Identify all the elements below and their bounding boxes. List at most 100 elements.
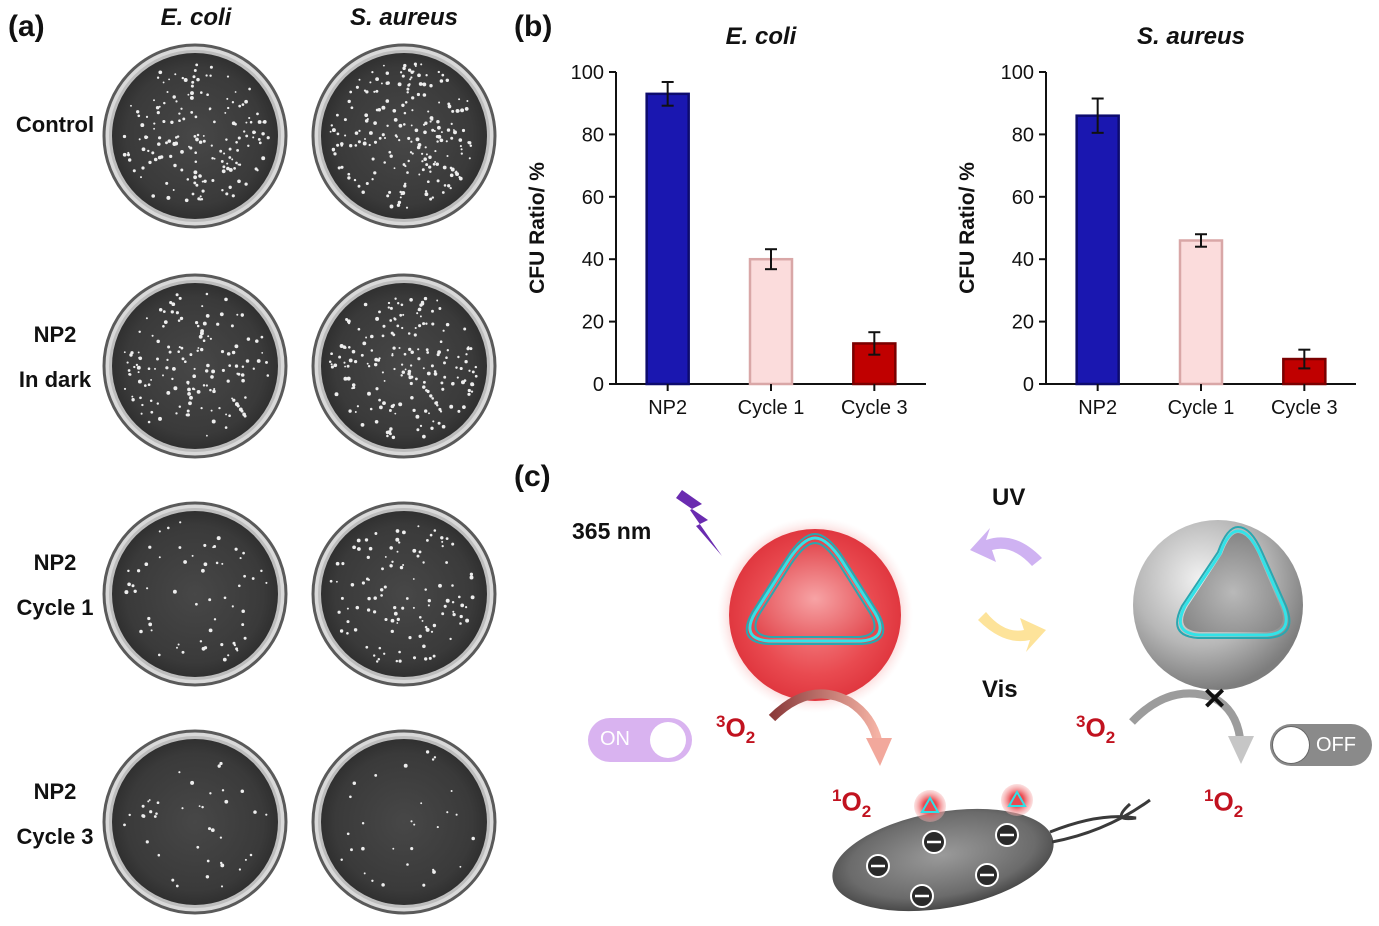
- column-header-saureus: S. aureus: [349, 4, 459, 31]
- bacterial-colony: [209, 388, 212, 392]
- row-label-line2: Cycle 3: [16, 824, 94, 849]
- bacterial-colony: [162, 119, 166, 124]
- bacterial-colony: [240, 313, 244, 317]
- bacterial-colony: [236, 148, 240, 152]
- bacterial-colony: [347, 172, 351, 176]
- bacterial-colony: [221, 368, 225, 372]
- bacterial-colony: [373, 596, 377, 600]
- bacterial-colony: [343, 361, 346, 364]
- toggle-on[interactable]: ON: [588, 718, 692, 762]
- bacterial-colony: [213, 618, 217, 621]
- bacterial-colony: [208, 628, 213, 633]
- petri-dish: [311, 729, 497, 915]
- bacterial-colony: [206, 363, 210, 368]
- bacterial-colony: [438, 307, 442, 310]
- bacterial-colony: [399, 71, 403, 74]
- bacterial-colony: [383, 652, 386, 655]
- bacterial-colony: [407, 332, 411, 335]
- x-tick-label: NP2: [1078, 397, 1117, 419]
- bacterial-colony: [436, 299, 439, 302]
- bacterial-colony: [158, 556, 161, 559]
- bacterial-colony: [350, 106, 354, 110]
- bacterial-colony: [371, 178, 374, 181]
- nanoparticle-off-ring-mid: [1178, 529, 1288, 637]
- row-label-line1: NP2: [33, 779, 77, 804]
- bacterial-colony: [173, 386, 178, 391]
- bacterial-colony: [340, 142, 344, 146]
- bacterial-colony: [429, 394, 433, 398]
- bacterial-colony: [210, 375, 214, 379]
- bacterial-colony: [221, 188, 224, 192]
- bacterial-colony: [455, 172, 460, 177]
- bacterial-colony: [398, 138, 401, 142]
- bacterial-colony: [223, 152, 226, 155]
- bacterial-colony: [227, 654, 230, 657]
- bacterial-colony: [441, 545, 444, 548]
- bacterial-colony: [457, 355, 460, 359]
- bacterial-colony: [407, 159, 410, 163]
- bacterial-colony: [150, 378, 153, 381]
- toggle-off[interactable]: OFF: [1270, 724, 1372, 766]
- bacterial-colony: [226, 379, 230, 383]
- bacterial-colony: [460, 148, 463, 151]
- bacterial-colony: [188, 145, 190, 148]
- bacterial-colony: [433, 756, 437, 759]
- bacterial-colony: [400, 374, 403, 377]
- bacterial-colony: [331, 128, 336, 133]
- bacterial-colony: [393, 605, 397, 610]
- y-axis-label: CFU Ratio/ %: [956, 162, 979, 294]
- bacterial-colony: [236, 649, 239, 652]
- bacterial-colony: [221, 789, 225, 792]
- bacterial-colony: [392, 403, 396, 407]
- bacterial-colony: [441, 612, 445, 616]
- bacterial-colony: [363, 872, 366, 875]
- bacterial-colony: [181, 807, 184, 810]
- bacterial-colony: [471, 370, 475, 374]
- bacterial-colony: [412, 606, 415, 609]
- bacterial-colony: [459, 622, 462, 625]
- bacterial-colony: [429, 533, 433, 537]
- bacterial-colony: [234, 547, 238, 551]
- bacterial-colony: [236, 313, 239, 316]
- bacterial-colony: [446, 811, 449, 814]
- bacterial-colony: [398, 659, 402, 663]
- bacterial-colony: [170, 120, 174, 124]
- bacterial-colony: [381, 883, 385, 887]
- bacterial-colony: [393, 167, 396, 170]
- bacterial-colony: [357, 140, 361, 144]
- bacterial-colony: [144, 562, 149, 567]
- row-label-np2-cycle3: NP2 Cycle 3: [0, 775, 110, 853]
- bacterial-colony: [391, 354, 394, 357]
- bacterial-colony: [467, 141, 472, 145]
- bacterial-colony: [181, 650, 185, 654]
- bacterial-colony: [382, 401, 386, 406]
- bacterial-colony: [459, 145, 462, 148]
- bacterial-colony: [206, 434, 208, 437]
- y-tick-label: 40: [582, 249, 604, 271]
- bacterial-colony: [410, 76, 413, 79]
- bacterial-colony: [412, 548, 417, 553]
- bacterial-colony: [396, 324, 400, 328]
- bacterial-colony: [373, 654, 376, 657]
- bacterial-colony: [415, 137, 420, 142]
- bacterial-colony: [440, 381, 444, 385]
- bacterial-colony: [417, 73, 421, 78]
- bacterial-colony: [431, 196, 435, 199]
- bacterial-colony: [225, 138, 228, 141]
- bacterial-colony: [168, 78, 171, 81]
- bacterial-colony: [175, 412, 178, 415]
- y-tick-label: 60: [1012, 187, 1034, 209]
- bacterial-colony: [403, 352, 407, 356]
- bar: [645, 92, 690, 386]
- bacterial-colony: [439, 410, 443, 413]
- bacterial-colony: [266, 136, 270, 140]
- bacterial-colony: [409, 151, 413, 154]
- bacterial-colony: [458, 138, 463, 142]
- bacterial-colony: [447, 184, 451, 188]
- bacterial-colony: [460, 108, 465, 113]
- bacterial-colony: [191, 192, 195, 196]
- bacterial-colony: [180, 168, 184, 172]
- toggle-off-knob: [1273, 727, 1309, 763]
- bacterium-flagellum: [1049, 802, 1137, 834]
- bacterial-colony: [354, 131, 359, 135]
